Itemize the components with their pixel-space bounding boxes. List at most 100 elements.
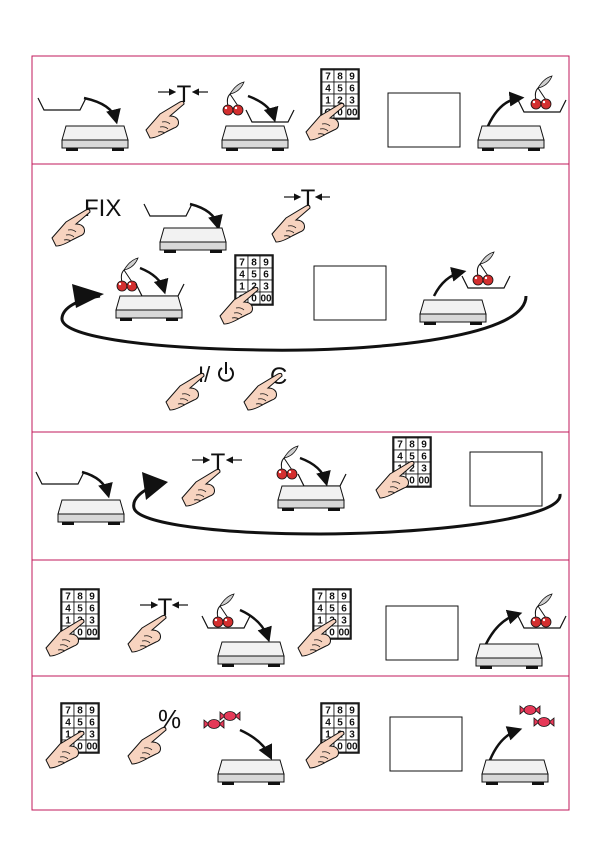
keypad-key-label: 5 xyxy=(337,84,343,95)
display-icon xyxy=(470,452,542,506)
candy-icon xyxy=(204,720,224,729)
frame xyxy=(32,56,569,810)
step-4: 789456123C000 T 789456123C000 xyxy=(46,589,566,669)
keypad-key-label: 8 xyxy=(77,592,83,603)
keypad-key-label: 7 xyxy=(239,258,245,269)
keypad-key-label: 6 xyxy=(263,270,269,281)
keypad-key-label: 3 xyxy=(341,616,347,627)
keypad-key-label: 00 xyxy=(338,628,350,639)
candy-icon xyxy=(520,706,540,715)
keypad-key-label: 00 xyxy=(86,742,98,753)
keypad-key-label: 4 xyxy=(65,604,71,615)
keypad-key-label: 3 xyxy=(349,96,355,107)
keypad-key-label: 1 xyxy=(239,282,245,293)
keypad-key-label: 1 xyxy=(65,616,71,627)
step-3: T 789456123C000 xyxy=(36,437,560,534)
display-icon xyxy=(390,717,462,771)
cherry-icon xyxy=(117,258,138,291)
keypad-key-label: 1 xyxy=(325,96,331,107)
bowl-icon xyxy=(136,284,184,296)
scale-icon xyxy=(476,644,542,669)
arrow-icon xyxy=(140,268,164,290)
keypad-key-label: 6 xyxy=(349,718,355,729)
keypad-key-label: 9 xyxy=(341,592,347,603)
display-icon xyxy=(314,266,386,320)
press-clear: C xyxy=(244,363,287,410)
cherry-icon xyxy=(531,594,552,627)
keypad-key-label: 3 xyxy=(349,730,355,741)
keypad-key-label: 7 xyxy=(397,440,403,451)
hand-icon xyxy=(244,373,282,410)
hand-icon xyxy=(52,209,90,246)
power-icon xyxy=(219,362,233,381)
keypad-key-label: 3 xyxy=(263,282,269,293)
press-fix: FIX xyxy=(52,195,121,246)
arrow-icon xyxy=(300,458,326,482)
keypad-key-label: 9 xyxy=(263,258,269,269)
keypad-key-label: 00 xyxy=(346,742,358,753)
step-5: 789456123C000 % 789456123C000 xyxy=(46,703,554,785)
bowl-icon xyxy=(36,472,84,484)
cherry-icon xyxy=(531,76,552,109)
keypad-key-label: 8 xyxy=(329,592,335,603)
fix-label: FIX xyxy=(84,195,121,222)
keypad-key-label: 5 xyxy=(251,270,257,281)
hand-icon xyxy=(128,615,166,652)
arrow-icon xyxy=(240,730,270,756)
keypad-key-label: 4 xyxy=(239,270,245,281)
keypad-key-label: 5 xyxy=(329,604,335,615)
cherry-icon xyxy=(473,252,494,285)
keypad-key-label: 7 xyxy=(317,592,323,603)
arrow-icon xyxy=(490,730,518,760)
keypad-key-label: 6 xyxy=(349,84,355,95)
arrow-icon xyxy=(142,472,168,500)
display-icon xyxy=(386,606,458,660)
hand-icon xyxy=(182,469,220,506)
scale-icon xyxy=(278,486,344,511)
keypad-key-label: 6 xyxy=(89,718,95,729)
bowl-icon xyxy=(38,98,86,110)
keypad-key-label: 3 xyxy=(89,730,95,741)
scale-icon xyxy=(478,126,544,151)
keypad-key-label: 1 xyxy=(317,616,323,627)
keypad-key-label: 4 xyxy=(397,452,403,463)
keypad-key-label: 9 xyxy=(349,706,355,717)
keypad-key-label: 4 xyxy=(65,718,71,729)
keypad-key-label: 7 xyxy=(325,72,331,83)
keypad-key-label: 0 xyxy=(409,476,415,487)
scale-icon xyxy=(218,642,284,667)
keypad-key-label: 7 xyxy=(65,706,71,717)
keypad-key-label: 6 xyxy=(341,604,347,615)
keypad-key-label: 9 xyxy=(421,440,427,451)
keypad-key-label: 0 xyxy=(329,628,335,639)
arrow-icon xyxy=(240,610,268,638)
cherry-icon xyxy=(277,446,298,479)
candy-icon xyxy=(220,712,240,721)
arrow-icon xyxy=(82,472,108,494)
scale-icon xyxy=(116,296,182,321)
scale-icon xyxy=(222,126,288,151)
keypad-key-label: 8 xyxy=(251,258,257,269)
keypad-key-label: 5 xyxy=(77,604,83,615)
scale-icon xyxy=(160,228,226,253)
keypad-key-label: 4 xyxy=(317,604,323,615)
keypad-key-label: 00 xyxy=(86,628,98,639)
scale-icon xyxy=(218,760,284,785)
arrow-icon xyxy=(486,614,518,644)
scale-icon xyxy=(58,500,124,525)
candy-icon xyxy=(534,718,554,727)
keypad-key-label: 6 xyxy=(89,604,95,615)
step-2: FIX T 789456123C000 I/ xyxy=(52,185,526,410)
arrow-icon xyxy=(488,98,520,126)
keypad-key-label: 6 xyxy=(421,452,427,463)
keypad-key-label: 7 xyxy=(325,706,331,717)
keypad-key-label: 5 xyxy=(337,718,343,729)
keypad-key-label: 00 xyxy=(346,108,358,119)
hand-icon xyxy=(166,373,204,410)
arrow-icon xyxy=(248,96,274,118)
keypad-key-label: 8 xyxy=(337,706,343,717)
press-tare: T xyxy=(182,449,242,506)
keypad-key-label: 00 xyxy=(418,476,430,487)
keypad-key-label: 8 xyxy=(409,440,415,451)
